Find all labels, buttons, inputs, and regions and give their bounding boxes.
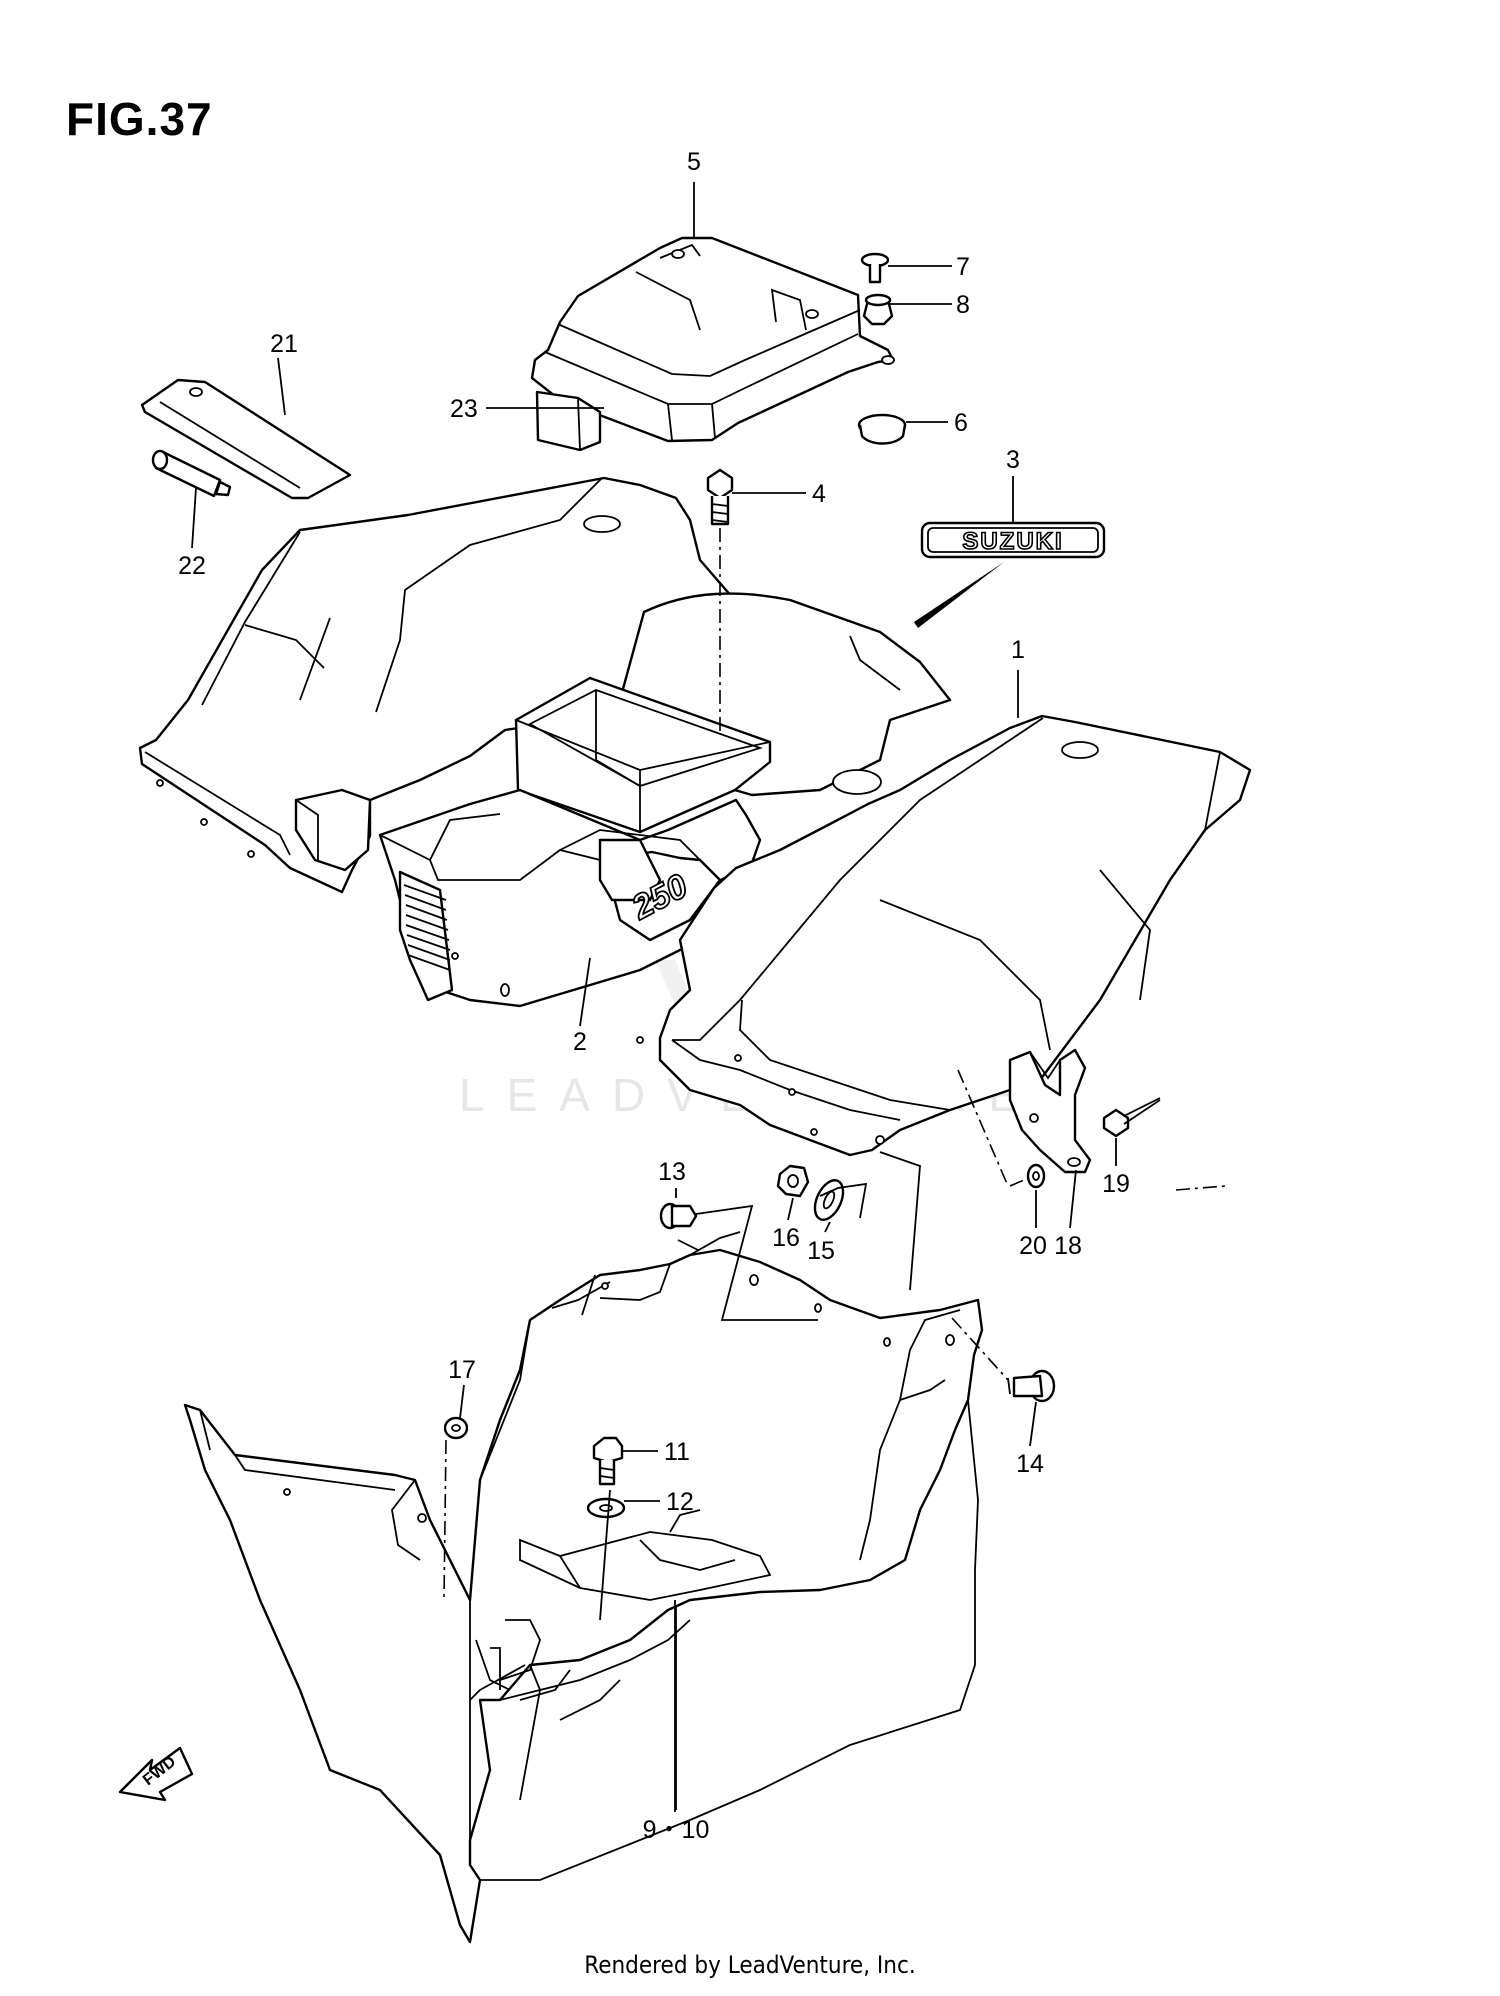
part-8-grommet[interactable] xyxy=(862,293,894,326)
badge-text: SUZUKI xyxy=(962,528,1063,555)
part-12-washer[interactable] xyxy=(586,1497,626,1519)
part-20-washer[interactable] xyxy=(1026,1163,1046,1189)
part-1-rear-fender[interactable]: 250 xyxy=(138,476,1252,1157)
part-13-clip[interactable] xyxy=(659,1202,698,1230)
part-5-cover[interactable] xyxy=(530,236,895,443)
callout-15: 15 xyxy=(807,1237,835,1265)
callout-12: 12 xyxy=(666,1488,694,1516)
footer-credit: Rendered by LeadVenture, Inc. xyxy=(584,1951,916,1979)
callout-8: 8 xyxy=(956,291,970,319)
part-19-screw[interactable] xyxy=(1102,1097,1161,1138)
callout-17: 17 xyxy=(448,1356,476,1384)
callout-4: 4 xyxy=(812,480,826,508)
callout-7: 7 xyxy=(956,253,970,281)
callout-19: 19 xyxy=(1102,1170,1130,1198)
part-7-screw[interactable] xyxy=(860,252,890,284)
callout-1: 1 xyxy=(1011,636,1025,664)
callout-11: 11 xyxy=(664,1438,690,1466)
callout-13: 13 xyxy=(658,1158,686,1186)
part-9-10-footrest[interactable] xyxy=(183,1231,984,1944)
fwd-arrow: FWD xyxy=(118,1746,194,1802)
callout-16: 16 xyxy=(772,1224,800,1252)
callout-22: 22 xyxy=(178,552,206,580)
part-11-bolt[interactable] xyxy=(592,1436,624,1486)
callout-labels: 1 2 3 4 5 6 7 8 9・10 11 12 13 14 15 16 1… xyxy=(178,148,1130,1844)
part-21-tool-bag[interactable] xyxy=(140,378,352,500)
part-18-bracket[interactable] xyxy=(1008,1048,1092,1174)
part-16-nut[interactable] xyxy=(776,1164,810,1198)
part-23-pad[interactable] xyxy=(535,390,602,452)
reference-lines xyxy=(443,528,1227,1621)
callout-3: 3 xyxy=(1006,446,1020,474)
callout-9-10: 9・10 xyxy=(643,1816,710,1844)
leader-lines xyxy=(191,182,1117,1812)
badge-pointer xyxy=(914,562,1004,628)
callout-5: 5 xyxy=(687,148,701,176)
callout-23: 23 xyxy=(450,395,478,423)
figure-title: FIG.37 xyxy=(66,93,213,145)
part-4-bolt[interactable] xyxy=(706,468,734,526)
callout-20: 20 xyxy=(1019,1232,1047,1260)
part-14-clip[interactable] xyxy=(1007,1369,1056,1403)
callout-21: 21 xyxy=(270,330,298,358)
callout-2: 2 xyxy=(573,1028,587,1056)
callout-14: 14 xyxy=(1016,1450,1044,1478)
callout-6: 6 xyxy=(954,409,968,437)
part-6-cap[interactable] xyxy=(857,413,907,445)
part-15-washer[interactable] xyxy=(809,1176,849,1224)
part-17-washer[interactable] xyxy=(443,1416,469,1440)
part-3-badge[interactable]: SUZUKI xyxy=(920,521,1106,559)
callout-18: 18 xyxy=(1054,1232,1082,1260)
part-22-tool-roll[interactable] xyxy=(151,449,232,498)
